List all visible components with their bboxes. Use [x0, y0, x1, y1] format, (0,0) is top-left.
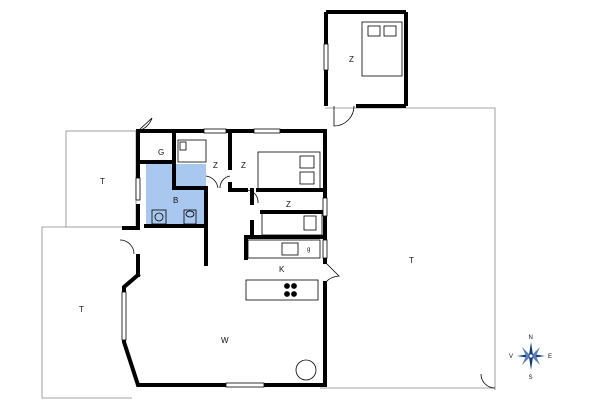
terrace-outlines — [41, 107, 496, 399]
sink — [151, 209, 167, 225]
furniture — [151, 139, 323, 381]
label-stove: g — [307, 247, 310, 253]
bed-2 — [257, 151, 321, 191]
room-labels: Z T G Z Z Z B g K T T W — [79, 55, 414, 345]
toilet — [183, 209, 197, 225]
label-terrace-left-top: T — [100, 177, 105, 186]
label-terrace-right: T — [409, 256, 414, 265]
compass-north: N — [529, 335, 533, 341]
label-terrace-left: T — [79, 305, 84, 314]
label-bathroom: B — [173, 196, 178, 205]
label-bedroom-3: Z — [286, 200, 291, 209]
doors — [119, 117, 496, 389]
windows — [121, 128, 328, 388]
compass-west: V — [509, 354, 513, 360]
compass-rose: N S E V — [509, 335, 552, 381]
label-annex-bedroom: Z — [349, 55, 354, 64]
counter-island — [245, 279, 319, 301]
annex-bed — [361, 21, 403, 77]
label-bedroom-1: Z — [213, 161, 218, 170]
stove — [295, 359, 317, 381]
label-bedroom-2: Z — [241, 161, 246, 170]
bed-1 — [177, 139, 207, 163]
label-kitchen: K — [279, 265, 285, 274]
kitchen-sink — [281, 242, 299, 256]
walls — [122, 129, 327, 387]
label-storage: G — [158, 148, 164, 157]
compass-east: E — [548, 354, 552, 360]
bed-3 — [261, 212, 323, 236]
annex-details — [323, 21, 403, 127]
compass-south: S — [529, 375, 533, 381]
counter-upper — [247, 239, 321, 259]
label-living-room: W — [221, 336, 229, 345]
